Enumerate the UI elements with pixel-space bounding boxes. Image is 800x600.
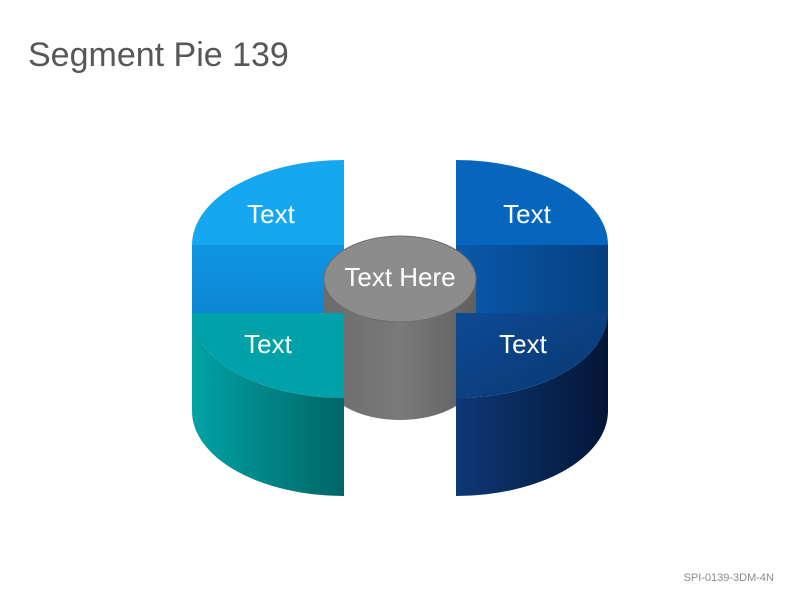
- segment-bottom-left-top: [192, 313, 344, 398]
- center-cylinder: [323, 235, 477, 420]
- segment-top-right-label: Text: [503, 199, 551, 229]
- segment-top-left-label: Text: [247, 199, 295, 229]
- slide-code: SPI-0139-3DM-4N: [683, 572, 774, 584]
- segment-top-left-top: [192, 160, 344, 245]
- page-title: Segment Pie 139: [28, 36, 289, 74]
- center-cylinder-top: [323, 235, 477, 323]
- segment-bottom-right-label: Text: [499, 329, 547, 359]
- segment-bottom-right: [456, 313, 608, 496]
- segment-bottom-right-top: [456, 313, 608, 398]
- segment-bottom-left: [192, 313, 344, 496]
- segment-bottom-left-label: Text: [244, 329, 292, 359]
- segment-bottom-left-side: [192, 313, 344, 496]
- center-label: Text Here: [344, 262, 455, 292]
- segment-top-right-top: [456, 160, 608, 245]
- segment-bottom-right-side: [456, 313, 608, 496]
